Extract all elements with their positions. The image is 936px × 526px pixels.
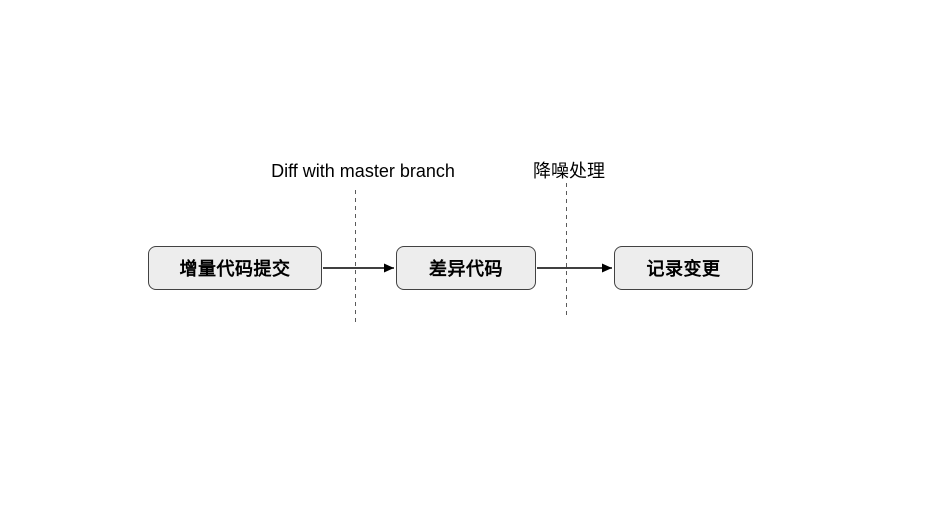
node-label-record-changes: 记录变更 (646, 259, 721, 279)
node-label-diff-code: 差异代码 (429, 259, 503, 279)
annotation-diff-with-master-branch: Diff with master branch (271, 161, 455, 181)
node-record-changes: 记录变更 (614, 246, 753, 290)
node-label-incremental-code-commit: 增量代码提交 (179, 259, 291, 279)
annotation-denoise-processing: 降噪处理 (533, 161, 605, 181)
node-diff-code: 差异代码 (396, 246, 536, 290)
node-incremental-code-commit: 增量代码提交 (148, 246, 322, 290)
